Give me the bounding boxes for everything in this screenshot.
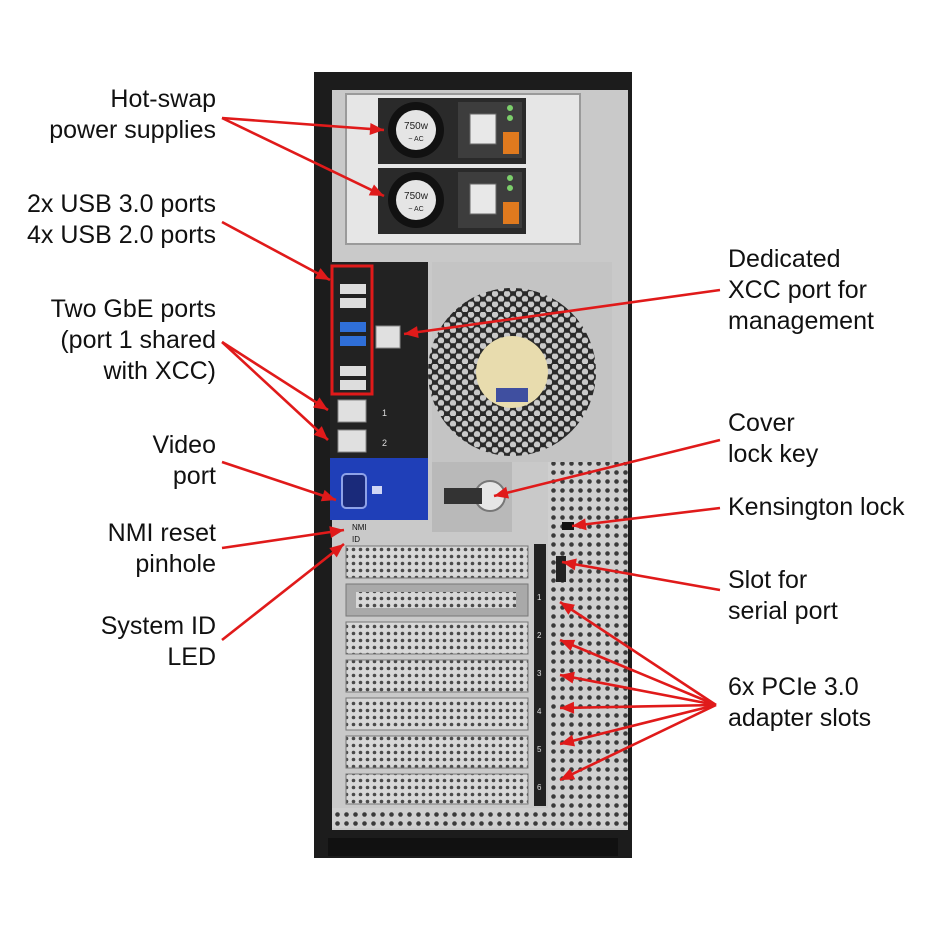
- power-supply-1: 750w ~ AC: [378, 98, 526, 164]
- slot-number-3: 3: [537, 669, 542, 678]
- power-supply-2: 750w ~ AC: [378, 168, 526, 234]
- label-dedicated-xcc-port: Dedicated XCC port for management: [728, 245, 874, 335]
- slot-number-1: 1: [537, 593, 542, 602]
- nmi-marking: NMI: [352, 523, 367, 532]
- arrow-kensington: [571, 506, 721, 531]
- vga-port: [341, 473, 367, 509]
- arrow-psu-2: [221, 116, 385, 198]
- eth-1-label: 1: [382, 408, 387, 418]
- id-marking: ID: [352, 535, 360, 544]
- bottom-vent: [332, 808, 628, 828]
- psu-ac-1: ~ AC: [408, 136, 423, 143]
- arrow-video: [221, 460, 337, 502]
- label-kensington-lock: Kensington lock: [728, 493, 905, 521]
- arrow-nmi: [221, 526, 345, 550]
- arrow-gbe-2: [221, 341, 329, 441]
- psu-rating-1: 750w: [404, 121, 429, 132]
- xcc-rj45-port: [375, 325, 401, 349]
- io-panel: [330, 262, 428, 458]
- psu-rating-2: 750w: [404, 191, 429, 202]
- usb-ports: [340, 284, 366, 390]
- slot-number-strip: [534, 544, 546, 806]
- arrow-pcie-5: [559, 703, 717, 747]
- slot-number-2: 2: [537, 631, 542, 640]
- label-cover-lock-key: Cover lock key: [728, 409, 819, 468]
- gbe-ports: 1 2: [337, 399, 387, 453]
- label-system-id-led: System ID LED: [100, 612, 216, 671]
- arrow-pcie-2: [559, 638, 717, 707]
- arrow-pcie-6: [559, 703, 717, 782]
- callout-arrows: [221, 116, 721, 782]
- slot-number-5: 5: [537, 745, 542, 754]
- eth-2-label: 2: [382, 438, 387, 448]
- arrow-serial-slot: [561, 558, 721, 592]
- slot-number-4: 4: [537, 707, 542, 716]
- label-hot-swap-power-supplies: Hot-swap power supplies: [49, 85, 216, 144]
- arrow-pcie-1: [559, 600, 717, 707]
- side-perforation: [548, 462, 628, 822]
- chassis-foot: [328, 838, 618, 856]
- serial-port-slot: [556, 556, 566, 582]
- label-gbe-ports: Two GbE ports (port 1 shared with XCC): [50, 295, 216, 385]
- usb-highlight-box: [330, 264, 374, 396]
- arrow-psu-1: [221, 116, 385, 135]
- arrow-usb: [221, 220, 331, 282]
- arrow-system-id: [221, 542, 345, 642]
- label-pcie-slots: 6x PCIe 3.0 adapter slots: [728, 673, 872, 732]
- arrow-xcc-port: [403, 288, 721, 339]
- arrow-cover-lock: [493, 438, 721, 499]
- arrow-pcie-4: [559, 701, 717, 714]
- label-video-port: Video port: [152, 431, 217, 490]
- slot-number-labels: 1 2 3 4 5 6: [537, 593, 542, 792]
- arrow-gbe-1: [221, 340, 329, 412]
- arrow-pcie-3: [559, 671, 717, 707]
- kensington-slot: [562, 522, 574, 530]
- psu-ac-2: ~ AC: [408, 206, 423, 213]
- label-serial-port-slot: Slot for serial port: [728, 566, 838, 625]
- pcie-slots: [345, 545, 529, 805]
- slot-number-6: 6: [537, 783, 542, 792]
- label-nmi-reset-pinhole: NMI reset pinhole: [107, 519, 216, 578]
- label-usb-ports: 2x USB 3.0 ports 4x USB 2.0 ports: [27, 190, 216, 249]
- fan-hub: [476, 336, 548, 408]
